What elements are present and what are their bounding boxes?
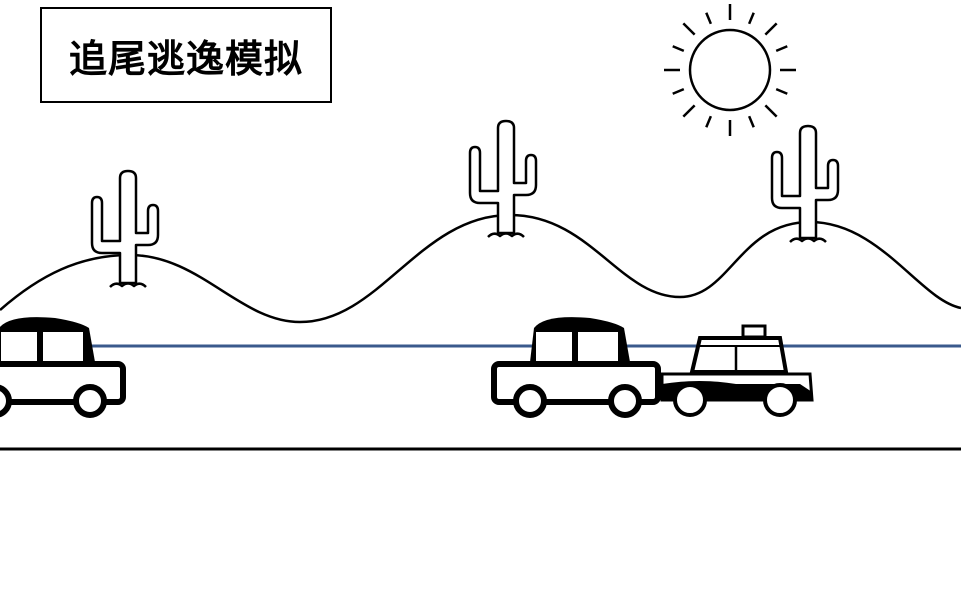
sun-icon <box>664 4 796 136</box>
sun-ray <box>775 87 788 95</box>
car-icon <box>494 317 658 415</box>
sun-ray <box>672 45 685 53</box>
sun-ray <box>747 115 755 128</box>
cactus-icon <box>90 169 160 289</box>
sun-ray <box>764 104 778 118</box>
sun-ray <box>672 87 685 95</box>
police-car-icon <box>660 324 814 417</box>
sun-ray <box>705 12 713 25</box>
sun-ray <box>775 45 788 53</box>
sun-ray <box>682 22 696 36</box>
sun-ray <box>705 115 713 128</box>
sun-ray <box>747 12 755 25</box>
sun-ray <box>764 22 778 36</box>
title-box: 追尾逃逸模拟 <box>40 7 332 103</box>
sun-ray <box>682 104 696 118</box>
car-icon <box>0 317 123 415</box>
page-title: 追尾逃逸模拟 <box>68 36 303 81</box>
